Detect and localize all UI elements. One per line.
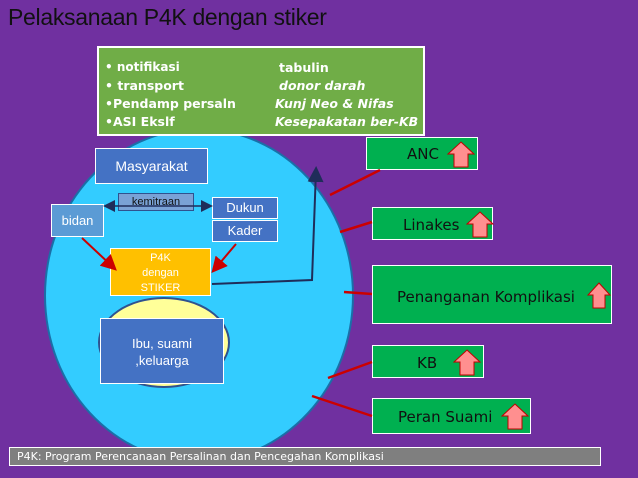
service-item: • notifikasi xyxy=(105,60,180,74)
page-title: Pelaksanaan P4K dengan stiker xyxy=(8,4,327,30)
connector-linakes xyxy=(339,220,373,234)
connector-anc xyxy=(329,168,381,197)
service-item: Kunj Neo & Nifas xyxy=(275,96,394,111)
outcome-anc: ANC xyxy=(366,137,478,170)
connector-penanganan xyxy=(343,290,373,296)
up-arrow-icon xyxy=(447,141,475,168)
service-item: • transport xyxy=(105,78,184,93)
outcome-penanganan: Penanganan Komplikasi xyxy=(372,265,612,324)
service-item: Kesepakatan ber-KB xyxy=(275,114,419,129)
up-arrow-icon xyxy=(466,211,494,238)
outcome-label: Peran Suami xyxy=(398,408,493,426)
outcome-kb: KB xyxy=(372,345,484,378)
family-node: Ibu, suami ,keluarga xyxy=(100,318,224,384)
bidan-to-p4k-arrow xyxy=(81,237,117,271)
service-item: tabulin xyxy=(279,60,329,75)
p4k-line: P4K xyxy=(150,252,171,264)
up-arrow-icon xyxy=(587,282,611,309)
bidan-node: bidan xyxy=(51,204,104,237)
outcome-label: Penanganan Komplikasi xyxy=(397,288,575,306)
kader-node: Kader xyxy=(212,220,278,242)
outcome-label: KB xyxy=(417,354,438,372)
service-list-box: • notifikasi • transport •Pendamp persal… xyxy=(97,46,425,136)
service-item: •Pendamp persaln xyxy=(105,96,236,111)
connector-peran-suami xyxy=(311,394,373,418)
outcome-peran-suami: Peran Suami xyxy=(372,398,531,434)
outcome-linakes: Linakes xyxy=(372,207,494,240)
family-line: ,keluarga xyxy=(135,353,189,368)
kader-to-p4k-arrow xyxy=(211,243,237,274)
service-item: donor darah xyxy=(279,78,366,93)
p4k-sticker-node: P4K dengan STIKER xyxy=(110,248,211,296)
family-line: Ibu, suami xyxy=(132,336,192,351)
footer-note: P4K: Program Perencanaan Persalinan dan … xyxy=(9,447,601,466)
up-arrow-icon xyxy=(501,403,529,430)
connector-kb xyxy=(327,360,373,380)
p4k-line: dengan xyxy=(142,267,179,279)
masyarakat-node: Masyarakat xyxy=(95,148,208,184)
p4k-to-top-arrow xyxy=(211,166,324,285)
outcome-label: Linakes xyxy=(403,216,460,234)
outcome-label: ANC xyxy=(407,145,439,163)
p4k-line: STIKER xyxy=(140,282,181,294)
up-arrow-icon xyxy=(453,349,481,376)
dukun-node: Dukun xyxy=(212,197,278,219)
service-item: •ASI Ekslf xyxy=(105,114,175,129)
